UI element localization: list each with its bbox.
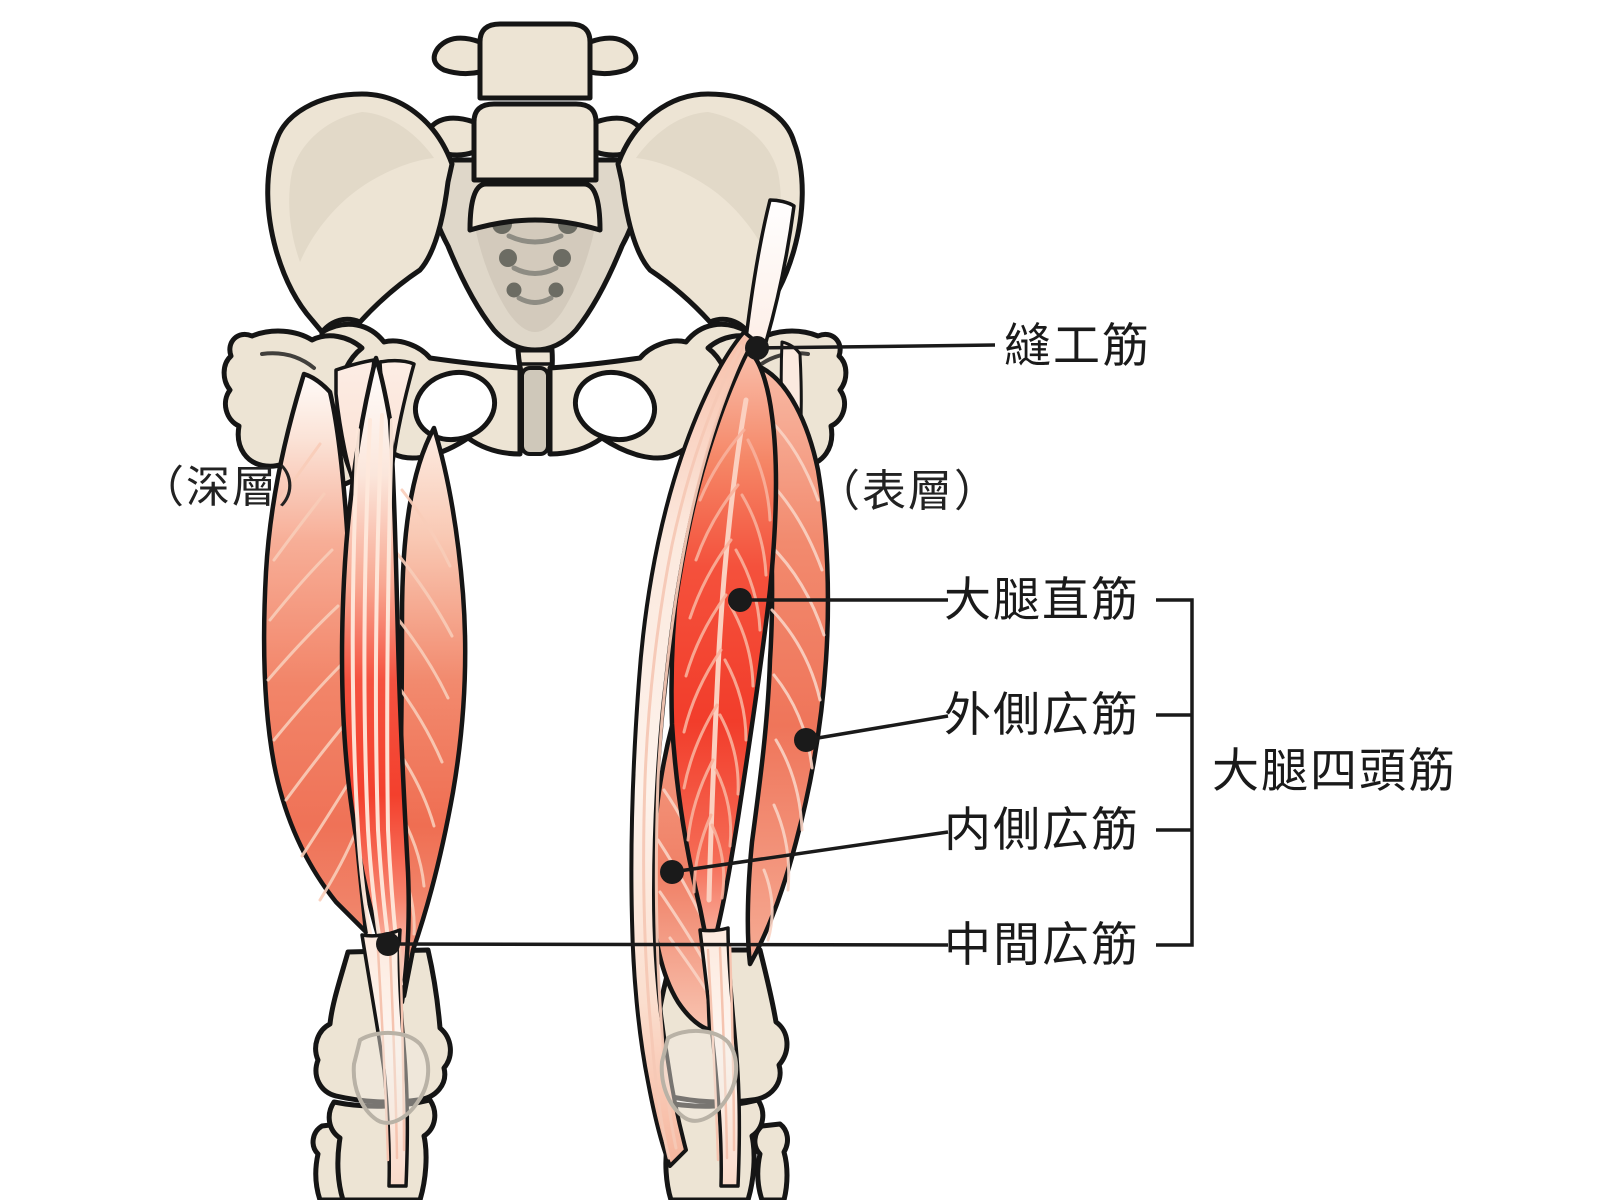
pubic-symphysis <box>520 366 550 456</box>
obturator-foramen-right <box>572 369 658 443</box>
vertebra-l4 <box>471 101 599 183</box>
deep-muscle-lateral-belly <box>261 371 369 935</box>
label-rectus-femoris: 大腿直筋 <box>944 573 1140 626</box>
leader-line-sartorius <box>756 343 996 350</box>
view-label-deep-layer: （深層） <box>140 463 324 512</box>
label-vastus-intermedius: 中間広筋 <box>944 918 1140 971</box>
patella-outline-right <box>659 1028 739 1123</box>
label-vastus-lateralis: 外側広筋 <box>944 688 1140 741</box>
label-quadriceps-group: 大腿四頭筋 <box>1212 744 1457 797</box>
obturator-foramen-left <box>412 369 498 443</box>
marker-dot-vastus-lateralis <box>794 728 818 752</box>
right-leg-superficial-layer <box>629 198 831 1200</box>
leader-line-vastus-medialis <box>671 830 949 874</box>
patella-outline-left <box>351 1030 431 1125</box>
quadriceps-group-bracket <box>1156 598 1194 947</box>
fibula-right <box>752 1121 790 1200</box>
vertebra-l3 <box>477 21 593 101</box>
leader-line-vastus-lateralis <box>805 714 949 742</box>
marker-dot-rectus-femoris <box>728 588 752 612</box>
vertebra-l5 <box>467 181 603 233</box>
label-vastus-medialis: 内側広筋 <box>944 803 1140 856</box>
marker-dot-vastus-intermedius <box>376 932 400 956</box>
marker-dot-vastus-medialis <box>660 860 684 884</box>
label-sartorius: 縫工筋 <box>1004 319 1151 372</box>
left-leg-deep-layer <box>261 355 468 1200</box>
marker-dot-sartorius <box>745 336 769 360</box>
leader-line-vastus-intermedius <box>387 942 949 947</box>
view-label-superficial-layer: （表層） <box>816 467 1000 516</box>
annotation-layer <box>376 336 1194 956</box>
